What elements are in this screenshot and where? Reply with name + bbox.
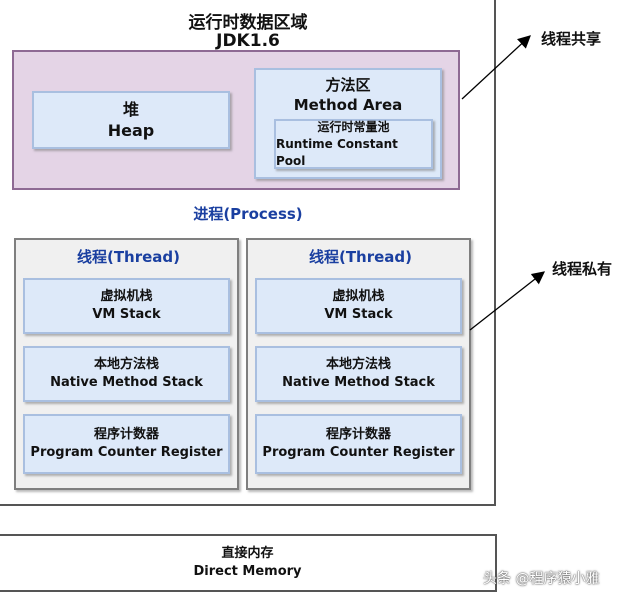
diagram-subtitle: JDK1.6: [216, 31, 280, 51]
program-counter-box: 程序计数器 Program Counter Register: [255, 414, 462, 474]
method-area-label-cn: 方法区: [325, 76, 371, 94]
pc-register-label-en: Program Counter Register: [30, 445, 223, 460]
heap-box: 堆 Heap: [32, 91, 230, 149]
vm-stack-box: 虚拟机栈 VM Stack: [23, 278, 230, 334]
native-method-stack-box: 本地方法栈 Native Method Stack: [23, 346, 230, 402]
vm-stack-label-en: VM Stack: [92, 307, 161, 322]
native-stack-label-en: Native Method Stack: [50, 375, 203, 390]
constant-pool-label-en: Runtime Constant Pool: [276, 136, 398, 168]
thread-box: 线程(Thread) 虚拟机栈 VM Stack 本地方法栈 Native Me…: [246, 238, 471, 490]
vm-stack-box: 虚拟机栈 VM Stack: [255, 278, 462, 334]
runtime-constant-pool-box: 运行时常量池 Runtime Constant Pool: [274, 119, 433, 169]
pc-register-label-cn: 程序计数器: [325, 427, 391, 442]
vm-stack-label-en: VM Stack: [324, 307, 393, 322]
diagram-title: 运行时数据区域: [188, 13, 308, 33]
watermark: 头条 @程序猿小雅: [483, 571, 600, 587]
direct-memory-label-en: Direct Memory: [193, 564, 302, 579]
vm-stack-label-cn: 虚拟机栈: [332, 289, 385, 304]
heap-label-cn: 堆: [122, 100, 139, 119]
private-callout-arrow: [469, 271, 546, 331]
pc-register-label-en: Program Counter Register: [262, 445, 455, 460]
process-label: 进程(Process): [193, 205, 303, 223]
thread-title: 线程(Thread): [76, 248, 181, 266]
thread-box: 线程(Thread) 虚拟机栈 VM Stack 本地方法栈 Native Me…: [14, 238, 239, 490]
thread-title: 线程(Thread): [308, 248, 413, 266]
direct-memory-label-cn: 直接内存: [221, 546, 274, 561]
thread-shared-callout: 线程共享: [541, 30, 602, 48]
vm-stack-label-cn: 虚拟机栈: [100, 289, 153, 304]
program-counter-box: 程序计数器 Program Counter Register: [23, 414, 230, 474]
shared-callout-arrow: [461, 35, 531, 100]
native-method-stack-box: 本地方法栈 Native Method Stack: [255, 346, 462, 402]
thread-private-callout: 线程私有: [552, 260, 613, 278]
native-stack-label-en: Native Method Stack: [282, 375, 435, 390]
pc-register-label-cn: 程序计数器: [93, 427, 159, 442]
native-stack-label-cn: 本地方法栈: [325, 357, 391, 372]
direct-memory-box: 直接内存 Direct Memory: [0, 534, 497, 592]
method-area-label-en: Method Area: [293, 96, 403, 114]
native-stack-label-cn: 本地方法栈: [93, 357, 159, 372]
constant-pool-label-cn: 运行时常量池: [317, 119, 390, 134]
heap-label-en: Heap: [107, 121, 155, 140]
